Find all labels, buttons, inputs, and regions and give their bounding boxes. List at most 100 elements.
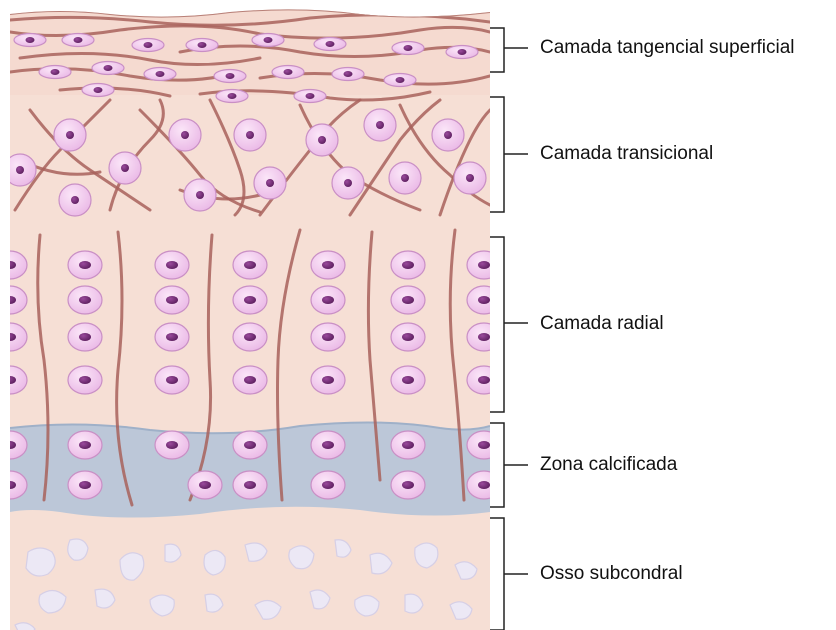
cell-nucleus (478, 441, 490, 449)
cell-nucleus (181, 131, 189, 139)
cell-nucleus (226, 73, 235, 79)
chondrocyte-flat (144, 68, 176, 81)
chondrocyte-column (311, 251, 345, 279)
label-radial-layer: Camada radial (540, 313, 664, 335)
cell-nucleus (94, 87, 103, 93)
cell-nucleus (344, 179, 352, 187)
cell-nucleus (344, 71, 353, 77)
cell-nucleus (228, 93, 237, 99)
tissue-block (0, 0, 501, 630)
chondrocyte-round (59, 184, 91, 216)
label-subchondral-bone: Osso subcondral (540, 563, 683, 585)
chondrocyte-round (54, 119, 86, 151)
cell-nucleus (284, 69, 293, 75)
cell-nucleus (144, 42, 153, 48)
layer-brackets (490, 28, 528, 630)
chondrocyte-round (184, 179, 216, 211)
cell-nucleus (166, 296, 178, 304)
chondrocyte-flat (186, 39, 218, 52)
cell-nucleus (156, 71, 165, 77)
chondrocyte-calcified (233, 431, 267, 459)
cell-nucleus (79, 296, 91, 304)
cell-nucleus (402, 481, 414, 489)
chondrocyte-flat (62, 34, 94, 47)
cell-nucleus (478, 481, 490, 489)
cell-nucleus (196, 191, 204, 199)
cell-nucleus (326, 41, 335, 47)
cell-nucleus (104, 65, 113, 71)
cell-nucleus (4, 296, 16, 304)
label-superficial-layer: Camada tangencial superficial (540, 37, 795, 59)
cell-nucleus (458, 49, 467, 55)
chondrocyte-flat (294, 90, 326, 103)
chondrocyte-flat (214, 70, 246, 83)
bone-fragment (355, 595, 379, 616)
cell-nucleus (199, 481, 211, 489)
cell-nucleus (466, 174, 474, 182)
chondrocyte-flat (82, 84, 114, 97)
chondrocyte-calcified (311, 431, 345, 459)
chondrocyte-column (0, 366, 27, 394)
chondrocyte-column (68, 366, 102, 394)
cell-nucleus (402, 441, 414, 449)
cell-nucleus (51, 69, 60, 75)
chondrocyte-column (68, 323, 102, 351)
chondrocyte-column (467, 251, 501, 279)
chondrocyte-calcified (188, 471, 222, 499)
bone-fragment (26, 548, 55, 576)
chondrocyte-round (432, 119, 464, 151)
cell-nucleus (322, 376, 334, 384)
chondrocyte-column (391, 323, 425, 351)
cell-nucleus (244, 441, 256, 449)
cell-nucleus (4, 441, 16, 449)
layer-bracket (490, 97, 528, 212)
cell-nucleus (244, 481, 256, 489)
chondrocyte-calcified (0, 471, 27, 499)
chondrocyte-column (391, 366, 425, 394)
cell-nucleus (74, 37, 83, 43)
cell-nucleus (322, 333, 334, 341)
cell-nucleus (79, 376, 91, 384)
chondrocyte-flat (384, 74, 416, 87)
chondrocyte-column (467, 286, 501, 314)
chondrocyte-calcified (467, 471, 501, 499)
layer-bracket (490, 423, 528, 507)
chondrocyte-column (391, 251, 425, 279)
chondrocyte-calcified (155, 431, 189, 459)
cell-nucleus (264, 37, 273, 43)
chondrocyte-column (233, 323, 267, 351)
label-calcified-zone: Zona calcificada (540, 454, 677, 476)
cell-nucleus (401, 174, 409, 182)
chondrocyte-column (233, 366, 267, 394)
chondrocyte-flat (92, 62, 124, 75)
layer-bracket (490, 28, 528, 72)
chondrocyte-column (0, 251, 27, 279)
chondrocyte-flat (446, 46, 478, 59)
chondrocyte-round (306, 124, 338, 156)
chondrocyte-round (254, 167, 286, 199)
chondrocyte-column (233, 251, 267, 279)
chondrocyte-round (389, 162, 421, 194)
cell-nucleus (404, 45, 413, 51)
chondrocyte-column (0, 323, 27, 351)
chondrocyte-column (467, 366, 501, 394)
cell-nucleus (244, 261, 256, 269)
cell-nucleus (166, 441, 178, 449)
layer-bracket (490, 518, 528, 630)
cell-nucleus (79, 481, 91, 489)
cell-nucleus (478, 376, 490, 384)
chondrocyte-flat (314, 38, 346, 51)
chondrocyte-column (68, 251, 102, 279)
layer-bracket (490, 237, 528, 412)
cell-nucleus (4, 333, 16, 341)
chondrocyte-flat (272, 66, 304, 79)
cell-nucleus (266, 179, 274, 187)
cell-nucleus (166, 261, 178, 269)
cell-nucleus (166, 376, 178, 384)
chondrocyte-round (169, 119, 201, 151)
chondrocyte-round (332, 167, 364, 199)
cell-nucleus (198, 42, 207, 48)
chondrocyte-round (234, 119, 266, 151)
cell-nucleus (322, 481, 334, 489)
cell-nucleus (322, 441, 334, 449)
